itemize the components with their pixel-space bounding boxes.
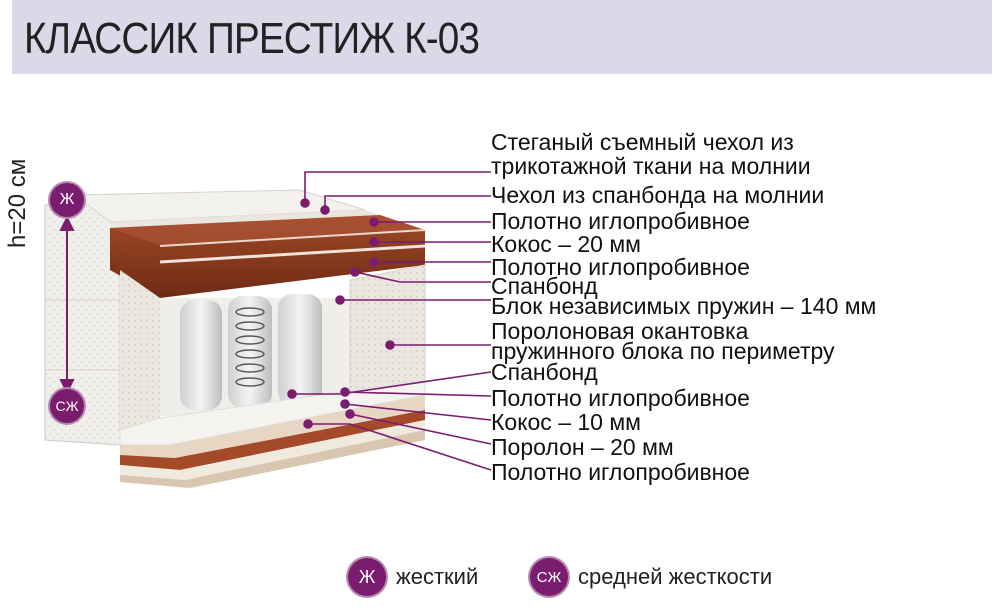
coconut-top-layer — [110, 215, 426, 298]
height-label: h=20 см — [4, 158, 31, 248]
label-3: Чехол из спанбонда на молнии — [491, 182, 825, 208]
label-7: Спанбонд — [491, 273, 598, 299]
page-title: КЛАССИК ПРЕСТИЖ К-03 — [24, 14, 480, 63]
label-10: пружинного блока по периметру — [491, 338, 835, 364]
label-1: Стеганый съемный чехол из — [491, 129, 794, 155]
label-9: Поролоновая окантовка — [491, 318, 749, 344]
legend-medium-badge: СЖ — [530, 558, 568, 596]
title-bar — [12, 0, 992, 74]
legend-hard: Ж жесткий — [348, 556, 478, 598]
legend-hard-text: жесткий — [396, 564, 479, 589]
label-15: Полотно иглопробивное — [491, 459, 750, 485]
cover-front-top — [110, 210, 380, 228]
height-arrow — [59, 215, 75, 395]
label-13: Кокос – 10 мм — [491, 409, 641, 435]
legend-medium: СЖ средней жесткости — [530, 556, 772, 598]
label-6: Полотно иглопробивное — [491, 254, 750, 280]
label-12: Полотно иглопробивное — [491, 385, 750, 411]
legend-medium-text: средней жесткости — [578, 564, 773, 589]
label-11: Спанбонд — [491, 359, 598, 385]
label-14: Поролон – 20 мм — [491, 434, 674, 460]
foam-perimeter — [349, 264, 426, 396]
leader-lines — [287, 171, 492, 471]
label-4: Полотно иглопробивное — [491, 208, 750, 234]
label-8: Блок независимых пружин – 140 мм — [491, 293, 877, 319]
marker-bottom-badge: СЖ — [50, 389, 84, 423]
label-2: трикотажной ткани на молнии — [491, 153, 811, 179]
marker-top-badge: Ж — [50, 183, 84, 217]
label-5: Кокос – 20 мм — [491, 231, 641, 257]
legend-hard-badge: Ж — [348, 558, 386, 596]
